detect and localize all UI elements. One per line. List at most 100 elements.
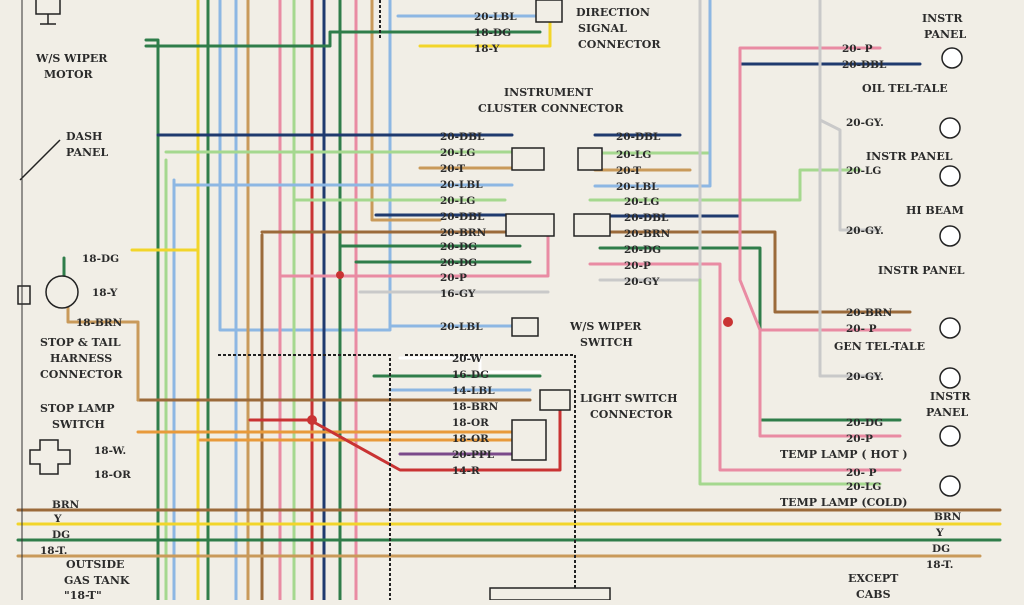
wire-label: 18-Y (92, 287, 118, 299)
label-instr-panel-4b: PANEL (926, 406, 968, 419)
instr-panel-lamp-icon-2 (939, 165, 961, 187)
wire-label: 20-LG (846, 481, 881, 493)
splice-dot (336, 271, 344, 279)
connector-dir-signal (535, 0, 563, 23)
wire-label: 18-OR (94, 469, 131, 481)
temp-cold-lamp-icon (939, 475, 961, 497)
label-stop-lamp-switch: STOP LAMP (40, 402, 115, 415)
connector-light-switch-lower (511, 419, 547, 461)
label-outside-gas-tank-2: GAS TANK (64, 574, 130, 587)
label-instrument-cluster: INSTRUMENT (504, 86, 594, 99)
wire-label: 20-BRN (624, 228, 671, 240)
temp-hot-lamp-icon (939, 425, 961, 447)
label-dash-panel: DASH (66, 130, 102, 143)
wire-label: BRN (52, 499, 80, 511)
wire-ic-l10 (278, 230, 550, 278)
wire-label: 20-LG (616, 149, 651, 161)
wire-label: 18-DG (82, 253, 119, 265)
label-outside-gas-tank-3: "18-T" (64, 589, 102, 600)
connector-except-cabs (489, 587, 611, 601)
wire-label: Y (935, 527, 944, 539)
wire-label: 20-DBL (842, 59, 887, 71)
wire-ic-r5 (588, 168, 862, 202)
wire-label: 20-T (440, 163, 465, 175)
label-ws-wiper-motor-2: MOTOR (44, 68, 94, 81)
label-stop-tail-2: HARNESS (50, 352, 112, 365)
wire-label: BRN (934, 511, 962, 523)
wire-pink-crossover (738, 46, 912, 438)
wire-label: 20-DG (624, 244, 661, 256)
wire-ic-r9 (588, 262, 902, 472)
label-instr-panel-1b: PANEL (924, 28, 966, 41)
label-outside-gas-tank: OUTSIDE (66, 558, 124, 571)
wire-label: DG (932, 543, 950, 555)
wire-label: 20-DG (440, 241, 477, 253)
wire-label: 18-BRN (452, 401, 499, 413)
dash-box-harness (218, 354, 391, 600)
wire-label: 20-GY. (846, 225, 884, 237)
wire-label: 20-GY (624, 276, 660, 288)
wire-label: 20-BRN (440, 227, 487, 239)
wire-ls-w (398, 356, 542, 374)
wire-dir-dg (144, 30, 542, 48)
label-oil-tel-tale: OIL TEL-TALE (862, 82, 948, 95)
wire-label: 18-OR (452, 433, 489, 445)
wire-label: 14-R (452, 465, 480, 477)
label-gen-tel-tale: GEN TEL-TALE (834, 340, 925, 353)
wire-gray-right (818, 0, 882, 378)
wire-label: 18-BRN (76, 317, 123, 329)
label-direction-signal: DIRECTION (576, 6, 650, 19)
dash-panel-pointer (19, 139, 61, 181)
label-except-cabs: EXCEPT (848, 572, 899, 585)
wire-label: 20-LG (846, 165, 881, 177)
wire-label: 20-LBL (440, 321, 483, 333)
label-instr-panel-1: INSTR (922, 12, 963, 25)
stop-lamp-switch-icon (29, 439, 71, 475)
wire-label: Y (53, 513, 62, 525)
wire-label: 20-P (846, 433, 873, 445)
dash-box-lightswitch (405, 354, 576, 600)
wire-label: 18-W. (94, 445, 126, 457)
label-direction-signal-2: SIGNAL (578, 22, 627, 35)
label-ws-wiper-switch-2: SWITCH (580, 336, 633, 349)
wire-label: 20- P (846, 323, 877, 335)
wire-label: 20-PPL (452, 449, 495, 461)
wire-label: 20-DBL (440, 211, 485, 223)
wire-label: 20-LG (440, 195, 475, 207)
connector-wiper-switch (511, 317, 539, 337)
wire-label: 20-W (452, 353, 482, 365)
wire-label: 20-GY. (846, 371, 884, 383)
wire-label: 18-Y (474, 43, 500, 55)
wire-trunk-tan2 (370, 0, 442, 222)
label-light-switch-2: CONNECTOR (590, 408, 673, 421)
connector-ic-left-upper (511, 147, 545, 171)
connector-ic-right-lower (573, 213, 611, 237)
label-instrument-cluster-2: CLUSTER CONNECTOR (478, 102, 624, 115)
label-ws-wiper-motor: W/S WIPER (35, 52, 108, 65)
label-stop-tail: STOP & TAIL (40, 336, 121, 349)
label-stop-lamp-switch-2: SWITCH (52, 418, 105, 431)
wire-lg-right (698, 278, 882, 486)
wire-trunk-yellow (130, 0, 200, 602)
label-direction-signal-3: CONNECTOR (578, 38, 661, 51)
wire-ic-r4 (593, 0, 712, 188)
label-hi-beam: HI BEAM (906, 204, 964, 217)
wire-label: 20-P (624, 260, 651, 272)
side-box-icon (17, 285, 31, 305)
wire-label: 20-BRN (846, 307, 893, 319)
label-except-cabs-2: CABS (856, 588, 891, 600)
wire-label: 20-LBL (474, 11, 517, 23)
wire-label: 18-OR (452, 417, 489, 429)
wire-label: 18-DG (474, 27, 511, 39)
wire-label: 20-T (616, 165, 641, 177)
wire-label: 20-LBL (440, 179, 483, 191)
wire-label: 20- P (846, 467, 877, 479)
wire-trunk-green (144, 38, 160, 602)
splice-dot (307, 415, 317, 425)
wire-label: 16-GY (440, 288, 476, 300)
wire-label: 18-T. (926, 559, 953, 571)
label-dash-panel-2: PANEL (66, 146, 108, 159)
wire-label: 20-DG (846, 417, 883, 429)
